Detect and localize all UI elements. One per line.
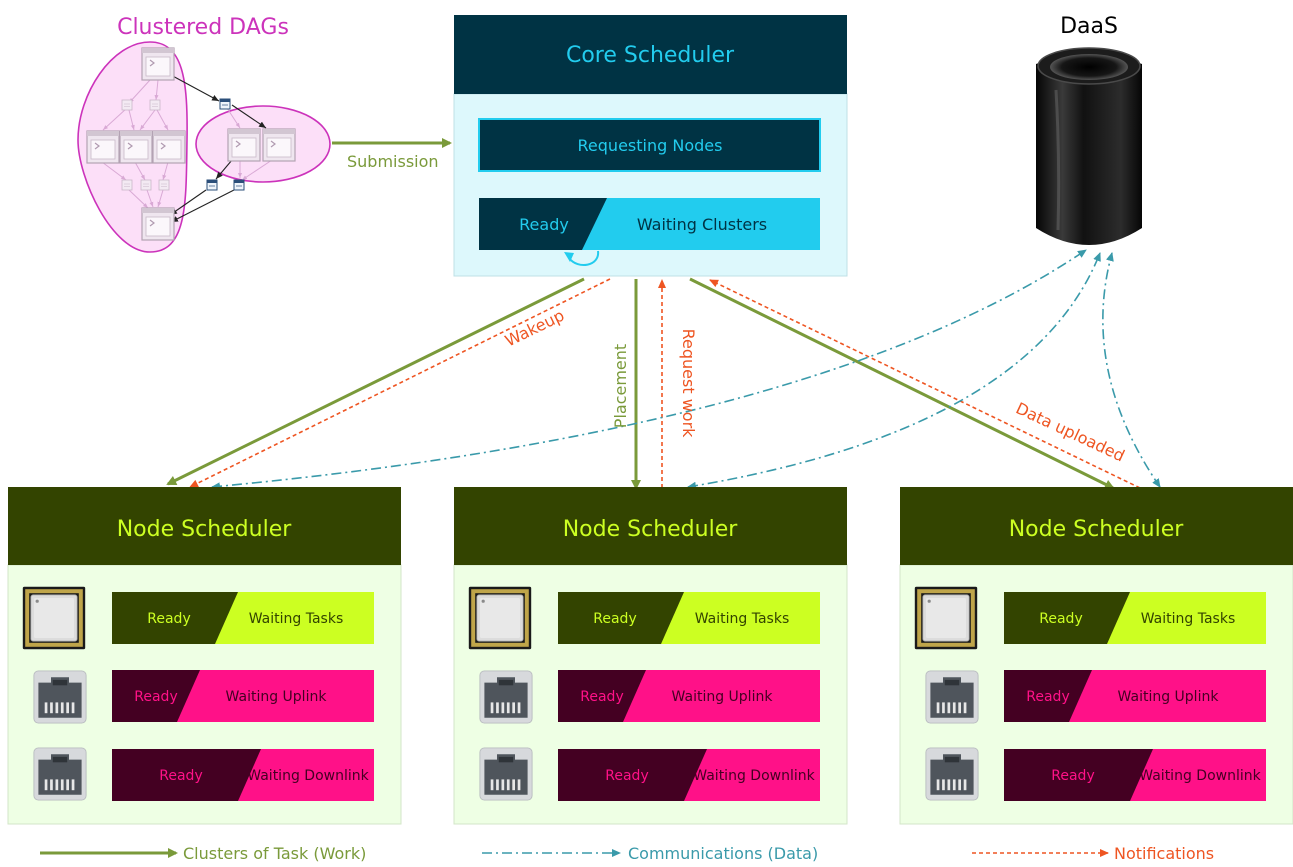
downlink-waiting-label: Waiting Downlink — [1139, 768, 1261, 784]
tasks-ready-label: Ready — [593, 611, 636, 627]
dag-data-item — [158, 179, 170, 191]
placement-arrow-right — [689, 277, 1115, 490]
data-link-right-node — [1102, 252, 1161, 488]
legend-work-label: Clusters of Task (Work) — [183, 844, 366, 863]
uplink-ready-segment — [1004, 670, 1092, 722]
tasks-waiting-label: Waiting Tasks — [249, 611, 344, 627]
placement-label: Placement — [611, 344, 630, 428]
tasks-ready-segment — [112, 592, 238, 644]
daas-title: DaaS — [1060, 14, 1118, 39]
tasks-ready-segment — [1004, 592, 1130, 644]
tasks-waiting-label: Waiting Tasks — [695, 611, 790, 627]
uplink-ready-label: Ready — [580, 689, 623, 705]
core-scheduler-title: Core Scheduler — [566, 43, 735, 68]
dag-task-window — [141, 47, 175, 81]
downlink-ready-segment — [1004, 749, 1153, 801]
data-link-left-node — [211, 249, 1087, 491]
clustered-dags: Clustered DAGs — [77, 15, 331, 253]
connectors: Wakeup Placement Request work Data uploa… — [166, 249, 1161, 491]
uplink-ready-label: Ready — [1026, 689, 1069, 705]
data-uploaded-label: Data uploaded — [1013, 399, 1128, 466]
cpu-icon — [22, 586, 86, 650]
wakeup-label: Wakeup — [502, 306, 567, 351]
node-scheduler-title: Node Scheduler — [1009, 517, 1185, 542]
ethernet-port-icon — [925, 670, 979, 724]
uplink-ready-label: Ready — [134, 689, 177, 705]
legend-notification-label: Notifications — [1114, 844, 1214, 863]
dag-task-window — [152, 130, 186, 164]
downlink-ready-segment — [558, 749, 707, 801]
dag-edges — [101, 79, 273, 209]
cpu-icon — [914, 586, 978, 650]
uplink-ready-segment — [112, 670, 200, 722]
request-work-label: Request work — [679, 329, 698, 439]
tasks-ready-label: Ready — [147, 611, 190, 627]
downlink-ready-label: Ready — [605, 768, 648, 784]
core-ready-label: Ready — [519, 215, 569, 234]
downlink-ready-label: Ready — [1051, 768, 1094, 784]
dag-data-item-shared — [206, 179, 218, 191]
dag-title: Clustered DAGs — [117, 15, 289, 40]
legend-data-label: Communications (Data) — [628, 844, 818, 863]
downlink-waiting-label: Waiting Downlink — [247, 768, 369, 784]
requesting-nodes-label: Requesting Nodes — [578, 136, 723, 155]
daas-storage: DaaS — [1036, 14, 1142, 245]
dag-task-window — [119, 130, 153, 164]
dag-data-item — [121, 179, 133, 191]
dag-task-window — [86, 130, 120, 164]
ethernet-port-icon — [479, 747, 533, 801]
data-link-center-node — [687, 252, 1101, 490]
core-scheduler-header — [454, 15, 847, 94]
uplink-waiting-label: Waiting Uplink — [672, 689, 774, 705]
node-scheduler-header — [454, 487, 847, 565]
node-scheduler-header — [8, 487, 401, 565]
downlink-ready-label: Ready — [159, 768, 202, 784]
tasks-ready-label: Ready — [1039, 611, 1082, 627]
core-waiting-clusters-label: Waiting Clusters — [637, 215, 767, 234]
dag-data-item-shared — [219, 98, 231, 110]
node-scheduler-right: Node Scheduler Ready Waiting Tasks Ready… — [899, 487, 1293, 825]
dag-data-item — [149, 99, 161, 111]
submission-label: Submission — [347, 152, 439, 171]
cpu-icon — [468, 586, 532, 650]
uplink-waiting-label: Waiting Uplink — [1118, 689, 1220, 705]
dag-cross-edges — [168, 73, 267, 223]
ethernet-port-icon — [33, 670, 87, 724]
tasks-ready-segment — [558, 592, 684, 644]
downlink-ready-segment — [112, 749, 261, 801]
ethernet-port-icon — [925, 747, 979, 801]
core-scheduler: Core Scheduler Requesting Nodes Ready Wa… — [453, 15, 848, 277]
uplink-waiting-label: Waiting Uplink — [226, 689, 328, 705]
core-ready-segment — [479, 198, 607, 250]
daas-cylinder-icon — [1036, 54, 1142, 245]
node-scheduler-center: Node Scheduler Ready Waiting Tasks Ready… — [453, 487, 848, 825]
legend: Clusters of Task (Work) Communications (… — [40, 844, 1214, 863]
dag-data-item — [121, 99, 133, 111]
placement-arrow-left — [166, 277, 585, 486]
uplink-ready-segment — [558, 670, 646, 722]
dag-task-window — [227, 128, 261, 162]
tasks-waiting-label: Waiting Tasks — [1141, 611, 1236, 627]
downlink-waiting-label: Waiting Downlink — [693, 768, 815, 784]
node-scheduler-left: Node Scheduler Ready Waiting Tasks Ready… — [7, 487, 402, 825]
dag-data-item — [140, 179, 152, 191]
node-scheduler-header — [900, 487, 1293, 565]
ethernet-port-icon — [479, 670, 533, 724]
node-scheduler-title: Node Scheduler — [117, 517, 293, 542]
dag-data-item-shared — [233, 179, 245, 191]
ethernet-port-icon — [33, 747, 87, 801]
wakeup-notification-arrow — [189, 278, 611, 488]
requesting-nodes-queue — [478, 118, 821, 172]
data-uploaded-notification-arrow — [709, 279, 1141, 489]
dag-task-window — [262, 128, 296, 162]
node-scheduler-title: Node Scheduler — [563, 517, 739, 542]
dag-task-window — [141, 207, 175, 241]
